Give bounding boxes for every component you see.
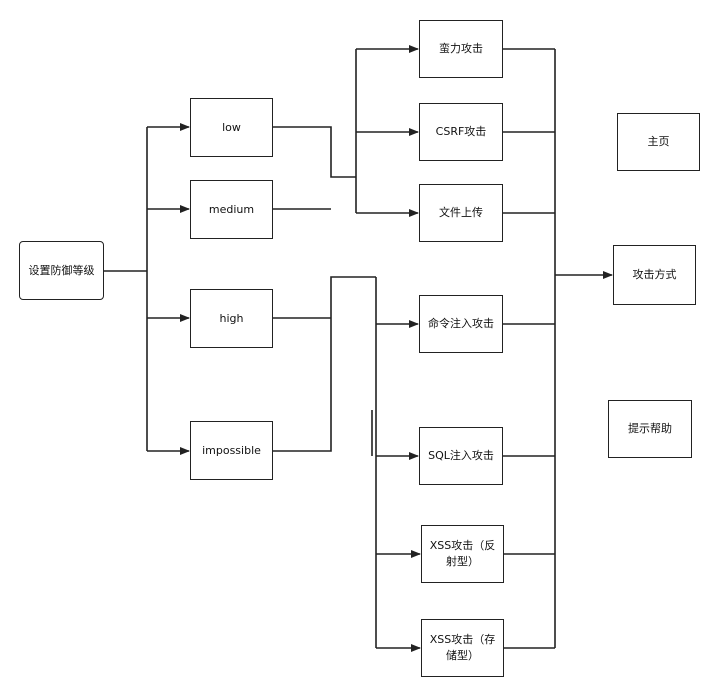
node-sql-injection: SQL注入攻击 [419,427,503,485]
node-low: low [190,98,273,157]
node-xss-reflected: XSS攻击（反射型） [421,525,504,583]
node-label: SQL注入攻击 [428,449,494,463]
node-label: low [222,120,241,134]
node-medium: medium [190,180,273,239]
node-xss-stored: XSS攻击（存储型） [421,619,504,677]
node-label: 主页 [647,135,670,149]
node-impossible: impossible [190,421,273,480]
node-brute-force: 蛮力攻击 [419,20,503,78]
node-csrf: CSRF攻击 [419,103,503,161]
node-label: 提示帮助 [628,422,672,436]
node-file-upload: 文件上传 [419,184,503,242]
node-label: 蛮力攻击 [439,42,483,56]
node-attack-methods: 攻击方式 [613,245,696,305]
node-high: high [190,289,273,348]
node-help: 提示帮助 [608,400,692,458]
node-home: 主页 [617,113,700,171]
node-label: impossible [202,443,261,457]
node-label: XSS攻击（存储型） [429,633,496,662]
node-label: 设置防御等级 [28,263,95,277]
connector-impossible-out [273,276,376,452]
node-label: XSS攻击（反射型） [429,539,496,568]
node-label: high [219,311,244,325]
node-label: 文件上传 [439,206,483,220]
node-label: 命令注入攻击 [428,317,494,331]
node-label: CSRF攻击 [435,125,487,139]
connector-low-out [273,126,356,178]
node-command-injection: 命令注入攻击 [419,295,503,353]
node-label: 攻击方式 [632,268,677,282]
node-label: medium [208,202,255,216]
node-set-defense-level: 设置防御等级 [19,241,104,300]
